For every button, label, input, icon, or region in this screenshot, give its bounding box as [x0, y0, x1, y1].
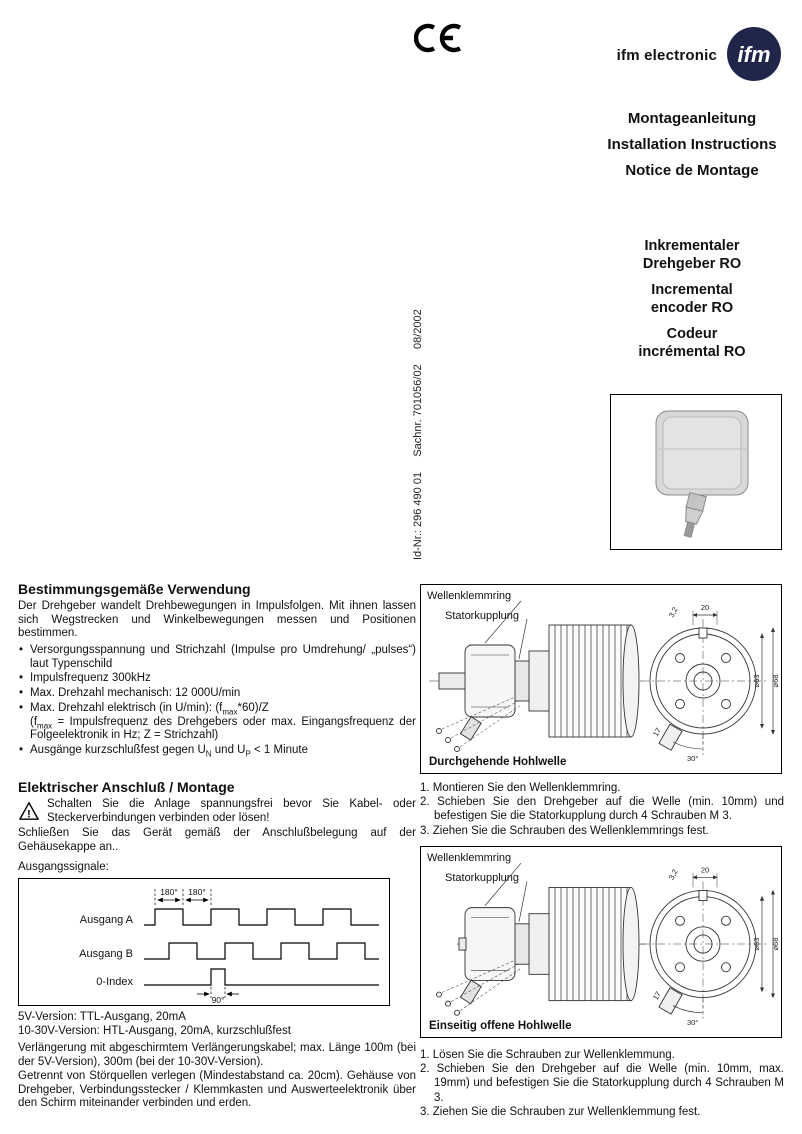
- open-shaft-caption: Einseitig offene Hohlwelle: [429, 1020, 572, 1032]
- waveform-b: [144, 942, 379, 960]
- bullet5-text-c: < 1 Minute: [250, 743, 309, 756]
- version-5v-text: 5V-Version: TTL-Ausgang, 20mA: [18, 1011, 186, 1023]
- output-signals-diagram: Ausgang A Ausgang B 0-Index 180° 180° 90…: [79, 887, 379, 1005]
- warning-note: ! Schalten Sie die Anlage spannungsfrei …: [18, 798, 416, 825]
- dim-68-label: ⌀68: [771, 938, 780, 951]
- bullet4-text-a: Max. Drehzahl elektrisch (in U/min): (f: [30, 701, 223, 714]
- u-n-subscript: N: [205, 749, 212, 759]
- deg180-label-1: 180°: [160, 887, 178, 897]
- product-de-line2: Drehgeber RO: [642, 256, 742, 272]
- svg-text:!: !: [27, 808, 31, 820]
- f-max-subscript: max: [222, 707, 238, 717]
- ifm-logo-text: ifm: [738, 42, 771, 67]
- usage-bullet-4: Max. Drehzahl elektrisch (in U/min): (fm…: [18, 702, 416, 743]
- through-shaft-caption: Durchgehende Hohlwelle: [429, 756, 567, 768]
- product-names: Inkrementaler Drehgeber RO Incremental e…: [586, 237, 798, 369]
- usage-bullet-2: Impulsfrequenz 300kHz: [18, 672, 416, 686]
- channel-a-label: Ausgang A: [80, 914, 134, 926]
- waveform-a: [144, 908, 379, 926]
- u-p-subscript: P: [245, 749, 251, 759]
- dim-30deg-label: 30°: [687, 754, 698, 763]
- id-number-vertical: Id-Nr.: 296 490 01 Sachnr. 701056/02 08/…: [412, 309, 424, 560]
- through-shaft-drawing: 20 3,2 ⌀63 ⌀68 17 30°: [429, 600, 780, 763]
- stator-coupling-label: Statorkupplung: [445, 872, 519, 884]
- dim-63-label: ⌀63: [752, 938, 761, 951]
- document-titles: Montageanleitung Installation Instructio…: [586, 106, 798, 184]
- ifm-logo-icon: ifm: [727, 27, 781, 81]
- stator-coupling-label: Statorkupplung: [445, 610, 519, 622]
- brand-name: ifm electronic: [616, 47, 717, 64]
- product-en-line1: Incremental: [651, 282, 733, 298]
- extension-cable-text: Verlängerung mit abgeschirmtem Verlänger…: [18, 1042, 416, 1068]
- through-shaft-drawing-frame: 20 3,2 ⌀63 ⌀68 17 30° Wellenklemmring St…: [420, 584, 782, 774]
- step-2: 2. Schieben Sie den Drehgeber auf die We…: [420, 1063, 784, 1104]
- dim-3-2-label: 3,2: [667, 605, 680, 618]
- product-name-en: Incremental encoder RO: [586, 281, 798, 317]
- step-3: 3. Ziehen Sie die Schrauben zur Wellenkl…: [420, 1105, 701, 1118]
- dim-20-label: 20: [701, 865, 709, 874]
- product-fr-line2: incrémental RO: [638, 344, 746, 360]
- f-max-subscript: max: [37, 720, 53, 730]
- dim-17-label: 17: [651, 726, 663, 738]
- product-en-line2: encoder RO: [650, 300, 734, 316]
- step-3: 3. Ziehen Sie die Schrauben des Wellenkl…: [420, 824, 709, 837]
- dim-3-2-label: 3,2: [667, 868, 680, 882]
- usage-bullet-5: Ausgänge kurzschlußfest gegen UN und UP …: [18, 744, 416, 758]
- electrical-heading: Elektrischer Anschluß / Montage: [18, 779, 235, 795]
- output-signals-label: Ausgangssignale:: [18, 861, 109, 873]
- title-en: Installation Instructions: [607, 136, 777, 153]
- bullet4-text-d: = Impulsfrequenz des Drehgebers oder max…: [30, 715, 416, 742]
- bullet4-text-b: *60)/Z: [237, 701, 269, 714]
- open-shaft-drawing: 20 3,2 ⌀63 ⌀68 17 30°: [436, 862, 780, 1027]
- channel-b-label: Ausgang B: [79, 948, 133, 960]
- bullet5-text-b: und U: [211, 743, 246, 756]
- shaft-clamp-ring-label: Wellenklemmring: [427, 590, 512, 602]
- product-de-line1: Inkrementaler: [644, 238, 740, 254]
- through-shaft-steps: 1. Montieren Sie den Wellenklemmring. 2.…: [420, 781, 784, 838]
- step-1: 1. Lösen Sie die Schrauben zur Wellenkle…: [420, 1049, 675, 1061]
- dim-30deg-label: 30°: [687, 1018, 698, 1027]
- index-tick-lines: [210, 987, 226, 998]
- index-label: 0-Index: [96, 976, 133, 988]
- product-image-frame: [610, 394, 782, 550]
- usage-intro: Der Drehgeber wandelt Drehbewegungen in …: [18, 600, 416, 640]
- dim-20-label: 20: [701, 603, 709, 612]
- usage-bullet-list: Versorgungsspannung und Strichzahl (Impu…: [18, 644, 416, 759]
- separation-text: Getrennt von Störquellen verlegen (Minde…: [18, 1070, 416, 1110]
- deg180-label-2: 180°: [188, 887, 206, 897]
- product-fr-line1: Codeur: [666, 326, 718, 342]
- title-de: Montageanleitung: [627, 110, 757, 127]
- step-2: 2. Schieben Sie den Drehgeber auf die We…: [420, 796, 784, 823]
- bullet5-text-a: Ausgänge kurzschlußfest gegen U: [30, 743, 206, 756]
- connection-text: Schließen Sie das Gerät gemäß der Anschl…: [18, 827, 416, 853]
- ce-mark-icon: [414, 23, 462, 53]
- warning-text: Schalten Sie die Anlage spannungsfrei be…: [47, 798, 416, 824]
- open-shaft-drawing-frame: 20 3,2 ⌀63 ⌀68 17 30° Wellenklemmring St…: [420, 846, 782, 1038]
- version-10-30v-text: 10-30V-Version: HTL-Ausgang, 20mA, kurzs…: [18, 1025, 291, 1037]
- open-shaft-steps: 1. Lösen Sie die Schrauben zur Wellenkle…: [420, 1048, 784, 1119]
- title-fr: Notice de Montage: [625, 162, 759, 179]
- encoder-product-image: [655, 410, 749, 538]
- brand-header: ifm electronic ifm: [617, 26, 782, 82]
- dim-63-label: ⌀63: [752, 675, 761, 688]
- deg90-label: 90°: [212, 995, 225, 1005]
- signal-diagram-frame: Ausgang A Ausgang B 0-Index 180° 180° 90…: [18, 878, 390, 1006]
- phase-tick-lines: [154, 889, 212, 907]
- warning-triangle-icon: !: [19, 802, 39, 820]
- product-name-de: Inkrementaler Drehgeber RO: [586, 237, 798, 273]
- waveform-index: [144, 968, 379, 986]
- dim-17-label: 17: [651, 990, 663, 1002]
- dim-68-label: ⌀68: [771, 675, 780, 688]
- product-name-fr: Codeur incrémental RO: [586, 325, 798, 361]
- step-1: 1. Montieren Sie den Wellenklemmring.: [420, 782, 621, 794]
- bullet4-text-c: (f: [30, 715, 38, 728]
- usage-bullet-3: Max. Drehzahl mechanisch: 12 000U/min: [18, 687, 416, 701]
- usage-bullet-1: Versorgungsspannung und Strichzahl (Impu…: [18, 644, 416, 671]
- usage-heading: Bestimmungsgemäße Verwendung: [18, 581, 251, 597]
- shaft-clamp-ring-label: Wellenklemmring: [427, 852, 512, 864]
